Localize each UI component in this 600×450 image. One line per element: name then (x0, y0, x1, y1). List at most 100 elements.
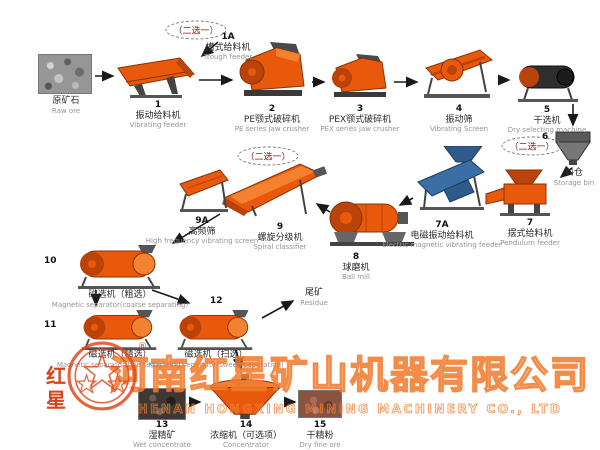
node-name-cn: PEX颚式破碎机 (328, 114, 392, 125)
node-name-en: Magnetic separator(coarse separating) (51, 300, 189, 309)
node-number-separator-coarse: 10 (44, 256, 57, 266)
label-trough-feeder: 1A 槽式给料机 Trough feeder (204, 32, 253, 61)
node-name-en: Magnetic separator(sweep separating) (148, 360, 284, 369)
node-name-cn: 槽式给料机 (205, 42, 251, 53)
ball-mill-machine (326, 190, 416, 248)
node-name-cn: 湿精矿 (148, 430, 176, 441)
label-electromagnetic-feeder: 7A 电磁振动给料机 Electric magnetic vibrating f… (382, 220, 501, 249)
node-name-en: Electric magnetic vibrating feeder (382, 241, 502, 250)
node-name-cn: 磁选机（粗选） (88, 290, 152, 300)
label-separator-coarse: 磁选机（粗选） Magnetic separator(coarse separa… (52, 290, 188, 309)
label-ball-mill: 8 球磨机 Ball mill (342, 252, 370, 281)
dry-fine-ore-image (298, 390, 342, 418)
label-high-frequency-screen: 9A 高频筛 High frequency vibrating screen (146, 216, 258, 245)
pendulum-feeder-machine (480, 168, 564, 216)
node-number: 13 (155, 420, 169, 430)
raw-ore-image (38, 54, 92, 94)
magnetic-separator-sweep-machine (168, 310, 262, 350)
node-name-cn: 浓缩机（可选项） (209, 430, 283, 441)
concentrator-machine (204, 374, 286, 420)
node-name-en: Spiral classifier (253, 243, 307, 252)
node-number: 7A (435, 220, 449, 230)
label-pex-jaw-crusher: 3 PEX颚式破碎机 PEX series jaw crusher (320, 104, 399, 133)
node-name-en: Concentrator (222, 441, 270, 450)
node-name-cn: 电磁振动给料机 (410, 230, 474, 241)
node-number: 15 (313, 420, 327, 430)
node-name-cn: 振动筛 (445, 114, 473, 125)
choose-one-badge-classifier: （二选一） (237, 146, 299, 166)
wet-concentrate-image (138, 388, 186, 420)
pex-jaw-crusher-machine (328, 52, 392, 100)
arrow-12-to-residue (261, 300, 295, 319)
node-number: 1A (221, 32, 235, 42)
label-residue: 尾矿 Residue (300, 288, 328, 307)
node-number-separator-fine: 11 (44, 320, 57, 330)
node-name-cn: 摆式给料机 (507, 228, 553, 239)
node-number-separator-sweep: 12 (210, 296, 223, 306)
node-number: 2 (268, 104, 276, 114)
node-name-en: PE series jaw crusher (234, 125, 310, 134)
node-name-en: Trough feeder (203, 53, 253, 62)
node-number: 5 (543, 105, 551, 115)
node-name-cn: 球磨机 (342, 262, 370, 273)
node-name-cn: 磁选机（扫选） (184, 350, 248, 360)
label-concentrator: 14 浓缩机（可选项） Concentrator (210, 420, 282, 449)
node-name-en: Wet concentrate (133, 441, 191, 450)
dry-separator-machine (512, 56, 584, 102)
node-name-cn: 尾矿 (304, 288, 324, 298)
logo-char-xing: 星 (46, 388, 66, 412)
vibrating-feeder-machine (116, 56, 196, 98)
label-vibrating-screen: 4 振动筛 Vibrating Screen (430, 104, 488, 133)
label-wet-concentrate: 13 湿精矿 Wet concentrate (133, 420, 191, 449)
label-pe-jaw-crusher: 2 PE颚式破碎机 PE series jaw crusher (235, 104, 309, 133)
node-name-cn: 高频筛 (188, 226, 216, 237)
node-name-cn: 螺旋分级机 (257, 232, 303, 243)
storage-bin (552, 130, 594, 166)
label-dry-fine-ore: 15 干精粉 Dry fine ore (299, 420, 340, 449)
node-number: 7 (526, 218, 534, 228)
node-number: 9 (276, 222, 284, 232)
label-pendulum-feeder: 7 摆式给料机 Pendulum feeder (500, 218, 560, 247)
high-frequency-screen-machine (176, 166, 232, 214)
label-dry-separator: 5 干选机 Dry selecting machine (508, 105, 587, 134)
label-separator-sweep: 磁选机（扫选） Magnetic separator(sweep separat… (148, 350, 284, 369)
hongxing-logo-text: 红 星 (46, 364, 66, 412)
magnetic-separator-coarse-machine (72, 244, 166, 290)
spiral-classifier-machine (222, 158, 328, 218)
label-spiral-classifier: 9 螺旋分级机 Spiral classifier (253, 222, 306, 251)
magnetic-separator-fine-machine (72, 310, 166, 350)
node-number: 14 (239, 420, 253, 430)
node-name-en: Storage bin (553, 178, 595, 187)
node-name-en: High frequency vibrating screen (145, 237, 259, 246)
electromagnetic-vibrating-feeder-machine (414, 146, 494, 214)
registered-mark: ® (138, 342, 147, 352)
node-name-en: Residue (300, 298, 328, 307)
label-raw-ore: 原矿石 Raw ore (52, 96, 80, 115)
node-number: 1 (154, 100, 162, 110)
node-name-cn: 料仓 (564, 168, 584, 178)
node-name-en: Raw ore (51, 106, 81, 115)
node-name-cn: PE颚式破碎机 (243, 114, 301, 125)
choose-one-badge-feeder2: （二选一） (501, 136, 563, 156)
node-number: 4 (455, 104, 463, 114)
node-name-en: Vibrating feeder (129, 121, 187, 130)
node-number-storage-bin: 6 (542, 132, 549, 142)
node-name-cn: 干精粉 (306, 430, 334, 441)
vibrating-screen-machine (422, 46, 496, 100)
node-number: 9A (195, 216, 209, 226)
node-number: 3 (356, 104, 364, 114)
node-name-en: Dry selecting machine (507, 126, 587, 135)
choose-one-badge-feeder: （二选一） (165, 20, 227, 40)
node-number: 8 (352, 252, 360, 262)
label-vibrating-feeder: 1 振动给料机 Vibrating feeder (130, 100, 187, 129)
node-name-en: Ball mill (342, 273, 370, 282)
node-name-cn: 原矿石 (52, 96, 80, 106)
node-name-en: Dry fine ore (299, 441, 341, 450)
node-name-cn: 干选机 (533, 115, 561, 126)
node-name-cn: 振动给料机 (135, 110, 181, 121)
node-name-en: PEX series jaw crusher (320, 125, 400, 134)
label-storage-bin: 料仓 Storage bin (554, 168, 594, 187)
node-name-en: Vibrating Screen (429, 125, 489, 134)
node-name-en: Pendulum feeder (500, 239, 560, 248)
